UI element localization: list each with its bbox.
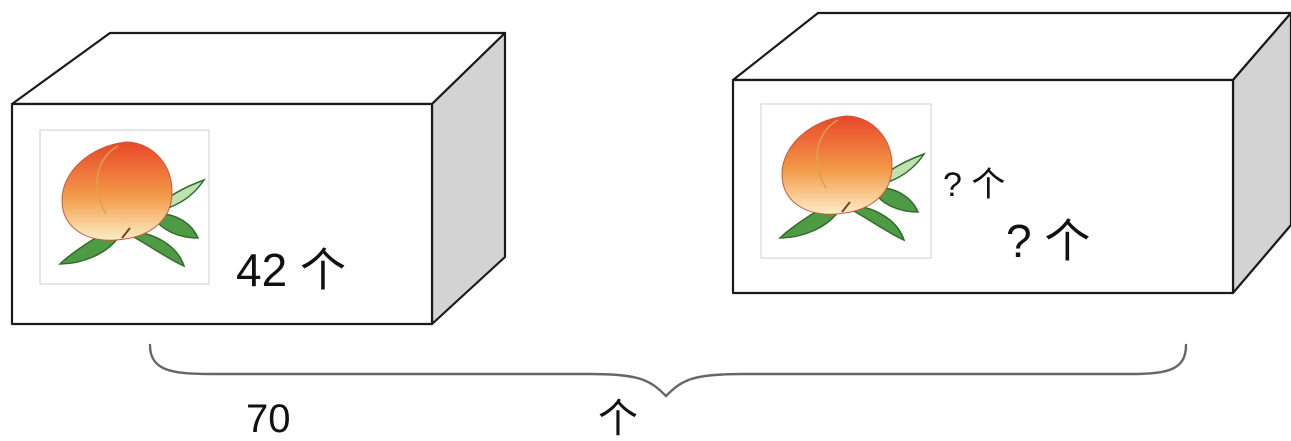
right-box-top-face <box>731 11 1291 82</box>
total-unit: 个 <box>598 397 638 441</box>
right-peach-picture <box>760 103 932 259</box>
right-box: ? 个 ? 个 <box>731 11 1291 295</box>
total-number: 70 <box>246 397 291 441</box>
left-peach-picture <box>39 129 210 285</box>
peach-icon <box>778 115 926 242</box>
right-count-label-small: ? 个 <box>943 166 1005 204</box>
right-count-label-large: ? 个 <box>1006 215 1090 267</box>
peach-icon <box>58 141 206 268</box>
left-count-label: 42 个 <box>236 244 346 296</box>
total-brace <box>148 343 1188 398</box>
left-box: 42 个 <box>10 31 507 326</box>
left-box-top-face <box>10 31 507 106</box>
